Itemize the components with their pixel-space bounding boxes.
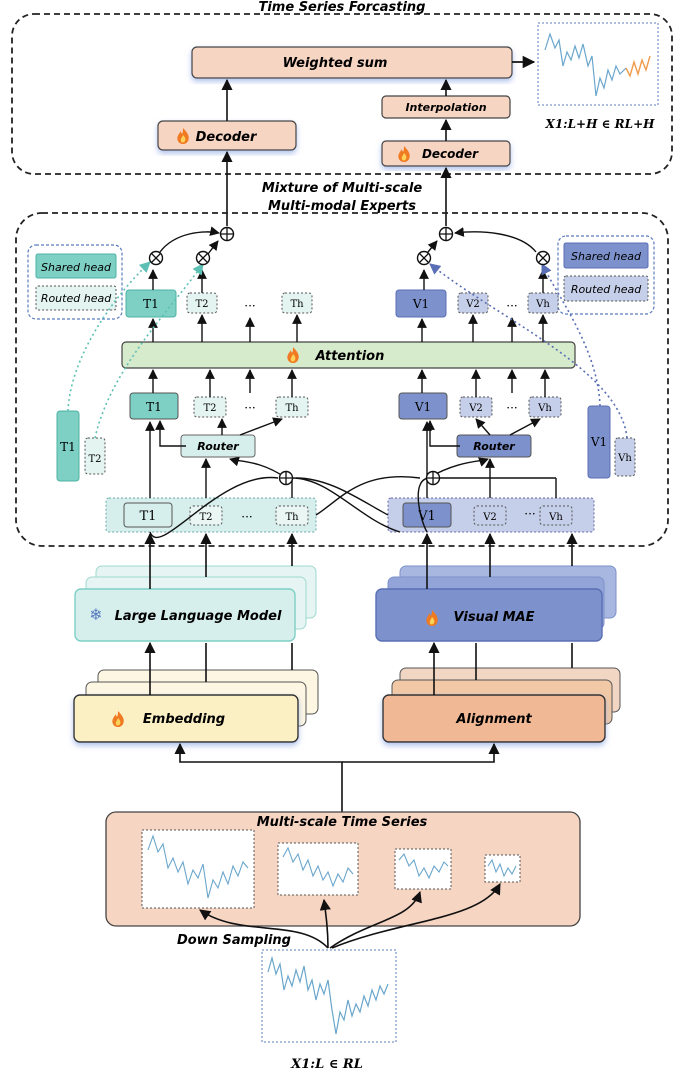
router-left-label: Router — [197, 440, 239, 453]
legend-right-shared: Shared head — [571, 250, 642, 263]
token-visual-h: Vh — [535, 299, 550, 310]
interpolation-label: Interpolation — [405, 101, 486, 114]
alignment-label: Alignment — [455, 712, 532, 727]
token-text-h: Th — [285, 512, 299, 523]
token-visual-1: V1 — [412, 297, 429, 311]
visual-mae-label: Visual MAE — [454, 610, 535, 625]
visual-backbone: Visual MAE Alignment — [375, 565, 621, 743]
input-series: X1:L ∈ RL — [261, 949, 397, 1072]
input-plot — [261, 949, 397, 1043]
multiscale-label: Multi-scale Time Series — [257, 815, 428, 830]
decoder-right-label: Decoder — [422, 147, 479, 161]
output-formula: X1:L+H ∈ RL+H — [545, 117, 656, 131]
token-text-1: T1 — [60, 440, 76, 454]
token-visual-1: V1 — [417, 509, 436, 524]
token-text-2: T2 — [199, 512, 212, 523]
token-visual-h: Vh — [548, 512, 563, 523]
token-text-2: T2 — [203, 403, 216, 414]
token-visual-2: V2 — [482, 512, 497, 523]
multiscale-region: Multi-scale Time Series — [105, 811, 581, 927]
ellipsis: ··· — [244, 401, 255, 415]
token-visual-1: V1 — [414, 400, 431, 414]
token-text-1: T1 — [146, 400, 162, 414]
llm-label: Large Language Model — [115, 609, 282, 624]
weighted-sum-label: Weighted sum — [283, 56, 388, 71]
ellipsis: ··· — [241, 510, 252, 524]
attention-box — [121, 341, 576, 369]
snowflake-icon: ❄ — [89, 605, 102, 624]
legend-left-routed: Routed head — [41, 292, 112, 305]
ellipsis: ··· — [524, 507, 535, 521]
token-visual-2: V2 — [465, 299, 480, 310]
forecasting-region: Time Series Forcasting Weighted sum Deco… — [11, 0, 673, 175]
decoder-left-label: Decoder — [196, 130, 258, 145]
token-text-1: T1 — [143, 297, 159, 311]
moe-title-line1: Mixture of Multi-scale — [262, 181, 422, 196]
llm-box — [74, 588, 296, 642]
router-right-label: Router — [473, 440, 515, 453]
token-text-1: T1 — [140, 509, 157, 524]
token-text-2: T2 — [88, 454, 101, 465]
embedding-box — [73, 694, 299, 743]
token-visual-1: V1 — [590, 435, 607, 449]
legend-left-shared: Shared head — [41, 261, 112, 274]
alignment-box — [382, 694, 606, 743]
forecasting-title: Time Series Forcasting — [258, 0, 425, 15]
token-text-h: Th — [285, 403, 299, 414]
token-visual-h: Vh — [617, 453, 632, 464]
moe-region: Shared head Routed head Shared head Rout… — [15, 212, 669, 547]
moe-title-line2: Multi-modal Experts — [268, 199, 416, 214]
ellipsis: ··· — [244, 299, 255, 313]
token-text-2: T2 — [195, 299, 208, 310]
down-sampling-label: Down Sampling — [177, 933, 291, 948]
text-backbone: ❄ Large Language Model Embedding — [73, 565, 319, 743]
attention-label: Attention — [315, 349, 385, 364]
series-plot-2 — [277, 842, 359, 896]
forecast-plot — [537, 22, 659, 106]
input-formula: X1:L ∈ RL — [290, 1057, 363, 1072]
visual-mae-box — [375, 588, 603, 642]
embedding-label: Embedding — [143, 712, 225, 727]
token-visual-2: V2 — [468, 403, 483, 414]
legend-right-routed: Routed head — [571, 283, 642, 296]
ellipsis: ··· — [506, 401, 517, 415]
series-plot-1 — [141, 829, 255, 909]
ellipsis: ··· — [506, 299, 517, 313]
token-text-h: Th — [290, 299, 304, 310]
token-visual-h: Vh — [537, 403, 552, 414]
